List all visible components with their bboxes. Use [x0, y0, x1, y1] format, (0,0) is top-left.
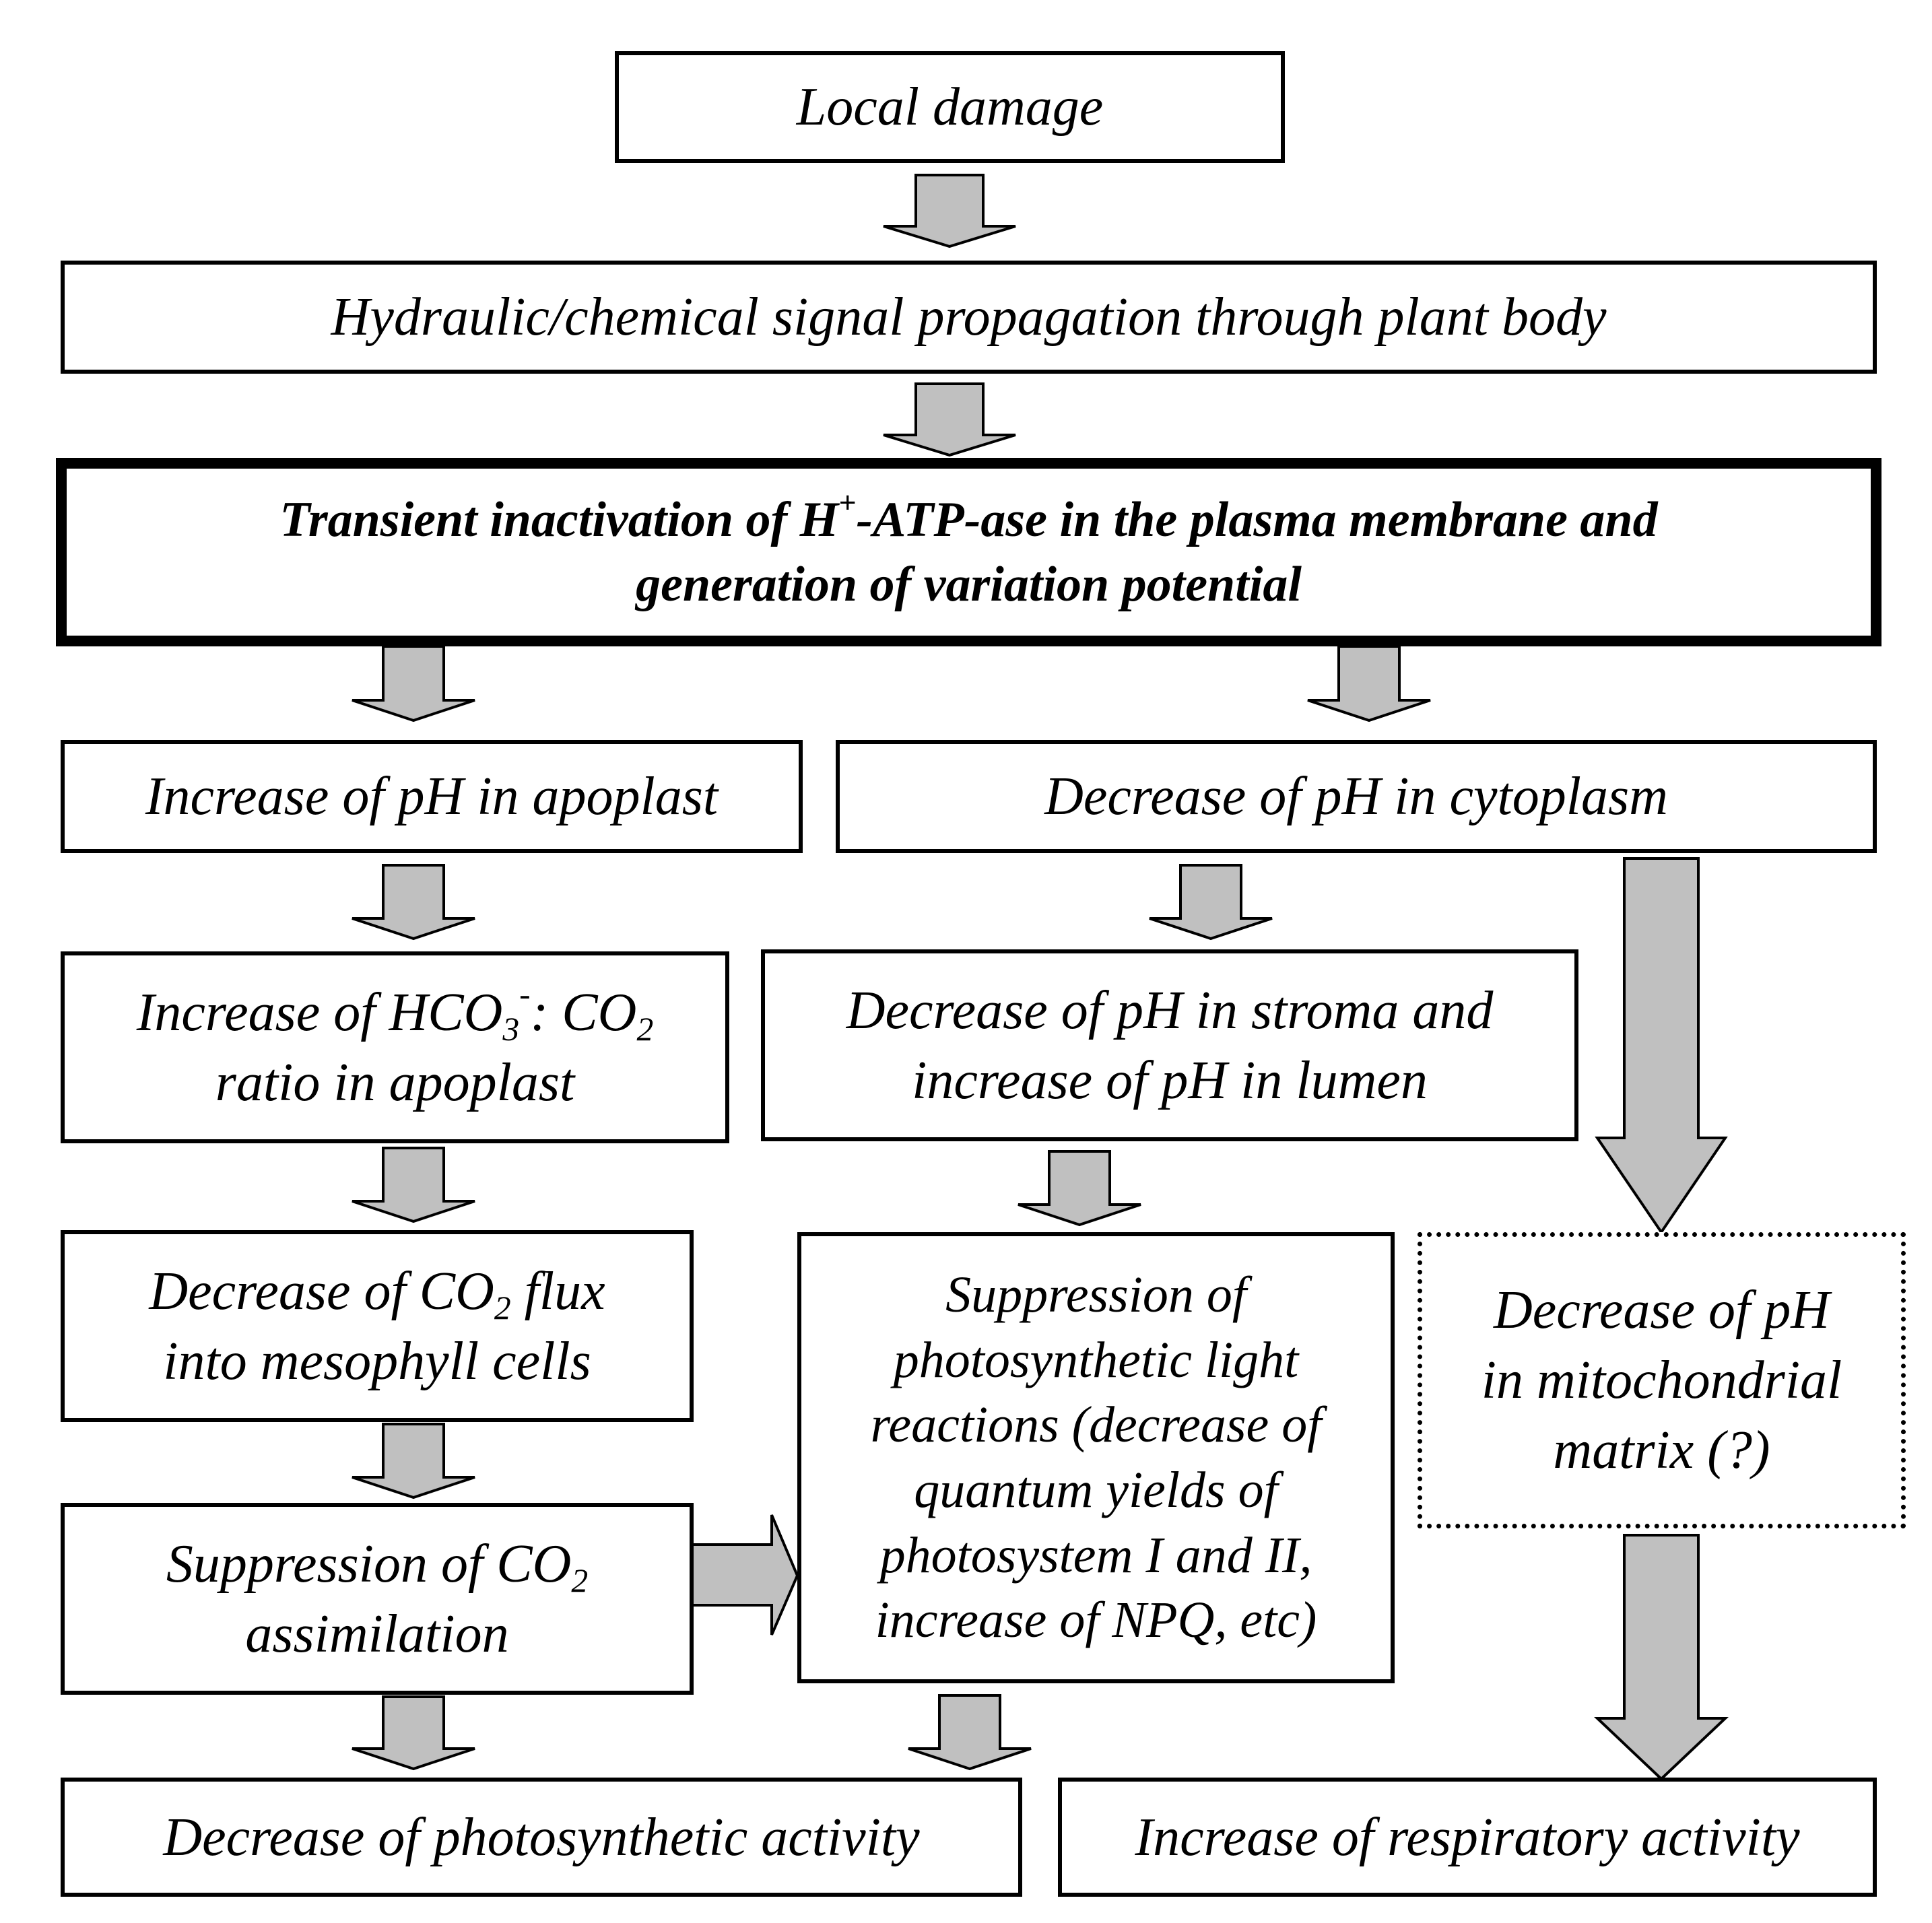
light-line-5: photosystem I and II,	[879, 1526, 1312, 1584]
stroma-lumen-box: Decrease of pH in stroma and increase of…	[761, 949, 1578, 1141]
inactivation-line1: Transient inactivation of H+-ATP-ase in …	[279, 487, 1657, 552]
light-line-3: reactions (decrease of	[870, 1396, 1322, 1454]
hco3-ratio-box: Increase of HCO3-: CO2 ratio in apoplast	[61, 951, 729, 1143]
arrow-stroma-to-light	[1018, 1150, 1141, 1227]
signal-propagation-box: Hydraulic/chemical signal propagation th…	[61, 261, 1877, 374]
stroma-line1: Decrease of pH in stroma and	[846, 980, 1494, 1040]
arrow-inactivation-to-apoplast	[352, 645, 475, 722]
arrow-assimilation-to-photo	[352, 1695, 475, 1771]
mito-line-3: matrix (?)	[1553, 1421, 1770, 1480]
light-line-1: Suppression of	[945, 1267, 1246, 1324]
respiratory-activity-label: Increase of respiratory activity	[1135, 1807, 1800, 1867]
light-reactions-box: Suppression of photosynthetic light reac…	[797, 1232, 1395, 1683]
mito-line-2: in mitochondrial	[1481, 1351, 1842, 1410]
light-line-6: increase of NPQ, etc)	[875, 1592, 1317, 1649]
hco3-line1: Increase of HCO3-: CO2	[136, 975, 654, 1048]
co2-flux-line1: Decrease of CO2 flux	[149, 1256, 605, 1326]
co2-assimilation-box: Suppression of CO2 assimilation	[61, 1503, 694, 1695]
co2-flux-line2: into mesophyll cells	[163, 1331, 591, 1391]
assim-line2: assimilation	[245, 1604, 509, 1664]
assim-sub: 2	[571, 1561, 589, 1599]
signal-propagation-label: Hydraulic/chemical signal propagation th…	[331, 288, 1607, 347]
local-damage-label: Local damage	[796, 77, 1104, 137]
co2-flux-box: Decrease of CO2 flux into mesophyll cell…	[61, 1230, 694, 1422]
co2-flux-text-b: flux	[510, 1261, 605, 1321]
light-line-2: photosynthetic light	[893, 1331, 1299, 1388]
hco3-sup: -	[519, 975, 531, 1013]
arrow-cytoplasm-to-stroma	[1149, 864, 1273, 941]
arrow-hco3-to-co2flux	[352, 1147, 475, 1223]
assim-line1: Suppression of CO2	[166, 1529, 588, 1599]
hco3-text-b: : CO	[530, 982, 637, 1042]
respiratory-activity-box: Increase of respiratory activity	[1058, 1778, 1877, 1897]
arrow-light-to-photo	[908, 1694, 1032, 1771]
ph-apoplast-label: Increase of pH in apoplast	[145, 767, 719, 826]
arrow-mito-to-respiratory	[1593, 1534, 1729, 1781]
stroma-line2: increase of pH in lumen	[912, 1050, 1428, 1110]
ph-cytoplasm-box: Decrease of pH in cytoplasm	[836, 740, 1877, 853]
co2-flux-sub: 2	[494, 1289, 511, 1326]
light-line-4: quantum yields of	[914, 1462, 1278, 1518]
inactivation-box: Transient inactivation of H+-ATP-ase in …	[56, 458, 1881, 646]
co2-flux-text-a: Decrease of CO	[149, 1261, 494, 1321]
hco3-text-a: Increase of HCO	[136, 982, 503, 1042]
inactivation-text-a: Transient inactivation of H	[279, 492, 839, 547]
arrow-inactivation-to-cytoplasm	[1307, 645, 1431, 722]
photosynthetic-activity-label: Decrease of photosynthetic activity	[163, 1807, 920, 1867]
arrow-assimilation-to-light	[690, 1514, 799, 1635]
inactivation-line2: generation of variation potential	[636, 557, 1302, 612]
local-damage-box: Local damage	[615, 51, 1285, 163]
inactivation-sup: +	[838, 485, 857, 520]
arrow-cytoplasm-to-mito	[1595, 857, 1728, 1235]
ph-cytoplasm-label: Decrease of pH in cytoplasm	[1044, 767, 1668, 826]
hco3-sub: 3	[502, 1010, 520, 1048]
mito-matrix-box: Decrease of pH in mitochondrial matrix (…	[1418, 1232, 1906, 1528]
arrow-signal-to-inactivation	[883, 382, 1016, 457]
inactivation-text-b: -ATP-ase in the plasma membrane and	[856, 492, 1658, 547]
arrow-apoplast-to-hco3	[352, 864, 475, 941]
photosynthetic-activity-box: Decrease of photosynthetic activity	[61, 1778, 1022, 1897]
ph-apoplast-box: Increase of pH in apoplast	[61, 740, 803, 853]
co2-sub: 2	[636, 1010, 654, 1048]
assim-text-a: Suppression of CO	[166, 1534, 572, 1594]
arrow-co2flux-to-assimilation	[352, 1423, 475, 1499]
mito-line-1: Decrease of pH	[1493, 1281, 1830, 1340]
arrow-damage-to-signal	[883, 174, 1016, 248]
hco3-line2: ratio in apoplast	[215, 1052, 575, 1112]
